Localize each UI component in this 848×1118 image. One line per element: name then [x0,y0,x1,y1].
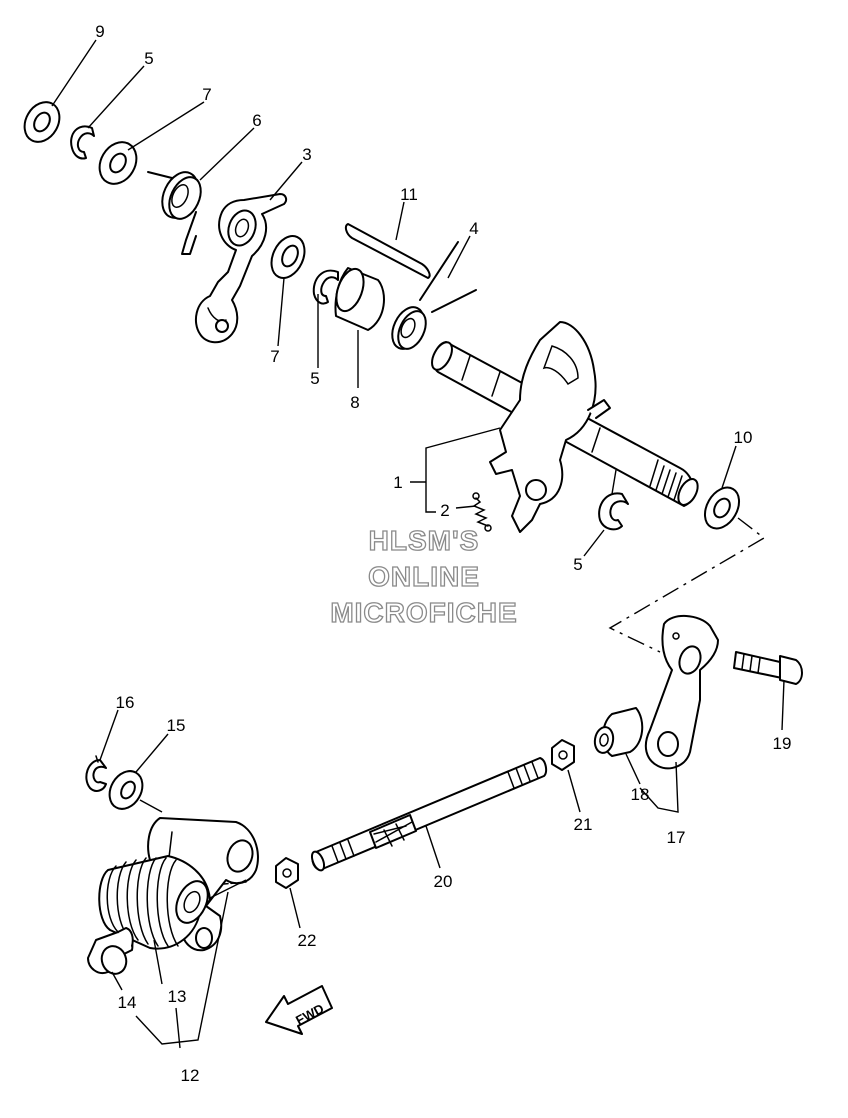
callout-5c: 5 [573,555,582,574]
callout-22: 22 [298,931,317,950]
callout-2: 2 [440,501,449,520]
fwd-direction-arrow: FWD [265,985,333,1035]
callout-4: 4 [469,219,478,238]
callout-12: 12 [181,1066,200,1085]
callout-1: 1 [393,473,402,492]
watermark-line-3: MICROFICHE [330,597,517,628]
pin-11 [344,223,431,279]
washer-7-top [98,141,138,185]
callout-16: 16 [116,693,135,712]
callout-7a: 7 [202,85,211,104]
shift-rod-20 [310,757,548,872]
watermark-line-2: ONLINE [368,561,480,592]
nut-21 [551,739,575,771]
callout-15: 15 [167,716,186,735]
circlip-5-right [598,492,629,531]
spring-2 [472,492,492,532]
callout-13: 13 [168,987,187,1006]
alignment-line [608,517,766,653]
circlip-5-mid [312,269,339,305]
circlip-16 [85,755,107,792]
callout-6: 6 [252,111,261,130]
callout-9: 9 [95,22,104,41]
collar-8 [334,267,385,331]
callout-5a: 5 [144,49,153,68]
leader-lines [51,39,785,1049]
callout-21: 21 [574,815,593,834]
callout-14: 14 [118,993,137,1012]
arrow-left-icon [265,985,333,1035]
callout-19: 19 [773,734,792,753]
bolt-14 [87,927,134,975]
watermark: HLSM'S ONLINE MICROFICHE [330,524,518,628]
callout-11: 11 [400,185,418,204]
nut-22 [275,857,299,889]
shift-pedal-12 [98,817,259,952]
washer-7-mid [270,235,306,279]
washer-15 [108,770,144,810]
circlip-5-top [70,125,95,160]
callout-18: 18 [631,785,650,804]
callout-17: 17 [667,828,686,847]
watermark-line-1: HLSM'S [369,525,480,556]
callout-labels: 9 5 7 6 3 11 4 7 5 8 1 2 10 5 19 16 15 1… [95,22,791,1085]
spring-4 [391,241,477,350]
callout-20: 20 [434,872,453,891]
washer-9 [23,101,61,143]
callout-7b: 7 [270,347,279,366]
shift-shaft-1 [431,321,699,533]
shift-arm-3 [194,193,288,344]
shift-arm-17 [593,615,719,770]
callout-10: 10 [734,428,753,447]
washer-10 [703,486,741,530]
bolt-19 [733,651,803,685]
callout-3: 3 [302,145,311,164]
callout-5b: 5 [310,369,319,388]
torsion-spring-6 [147,171,202,255]
callout-8: 8 [350,393,359,412]
